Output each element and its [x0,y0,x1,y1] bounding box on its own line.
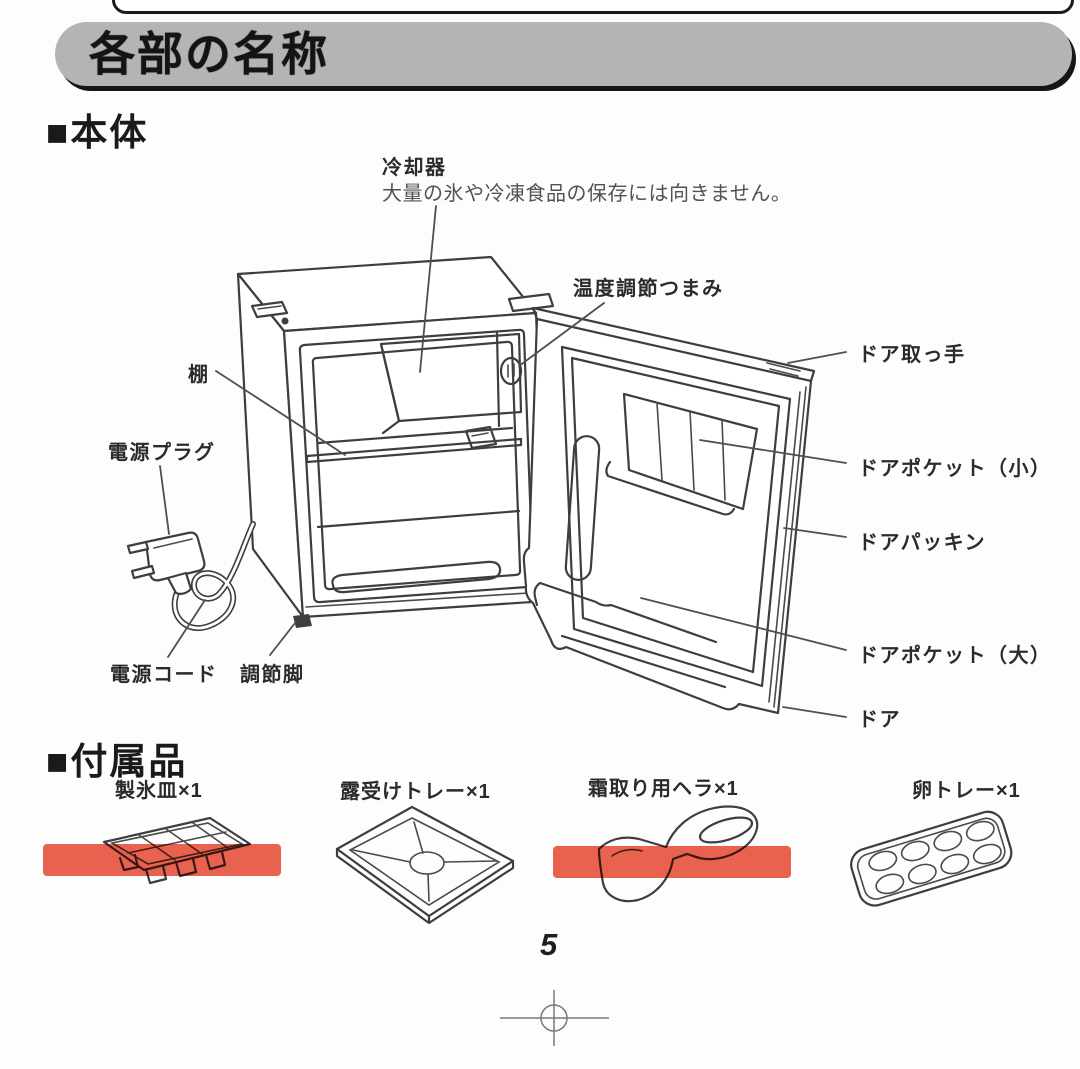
part-label-shelf: 棚 [188,364,210,386]
part-label-power-plug: 電源プラグ [108,442,216,464]
part-label-power-cord: 電源コード [110,664,218,686]
accessories-section-heading: ■付属品 [46,741,188,782]
door-drawing [522,306,816,715]
part-label-door: ドア [858,709,901,731]
part-note-cooling-unit: 大量の氷や冷凍食品の保存には向きません。 [382,183,792,205]
page-number: 5 [540,927,558,962]
part-label-door-gasket: ドアパッキン [858,532,986,554]
body-section-heading: ■本体 [46,112,149,153]
highlight-bar-defrost-spatula [553,846,791,878]
part-label-door-pocket-large: ドアポケット（大） [858,645,1052,667]
section-title: 各部の名称 [89,28,329,80]
leader-lines [159,205,847,718]
accessory-label-ice-tray: 製氷皿×1 [115,780,203,802]
part-label-door-handle: ドア取っ手 [858,344,966,366]
accessory-label-drip-tray: 露受けトレー×1 [340,781,491,803]
drip-tray-drawing [335,805,515,925]
accessory-label-defrost-spatula: 霜取り用ヘラ×1 [588,778,739,800]
part-label-adjustable-foot: 調節脚 [240,664,305,686]
power-plug-drawing [126,521,256,632]
part-label-temperature-control-knob: 温度調節つまみ [573,278,724,300]
section-header-bar: 各部の名称 [55,22,1072,86]
highlight-bar-ice-tray [43,844,281,876]
registration-mark [500,990,609,1046]
cabinet-drawing [236,255,555,628]
egg-tray-drawing [850,810,1013,907]
part-label-door-pocket-small: ドアポケット（小） [858,458,1052,480]
accessory-label-egg-tray: 卵トレー×1 [912,780,1021,802]
part-label-cooling-unit: 冷却器 [382,157,447,179]
